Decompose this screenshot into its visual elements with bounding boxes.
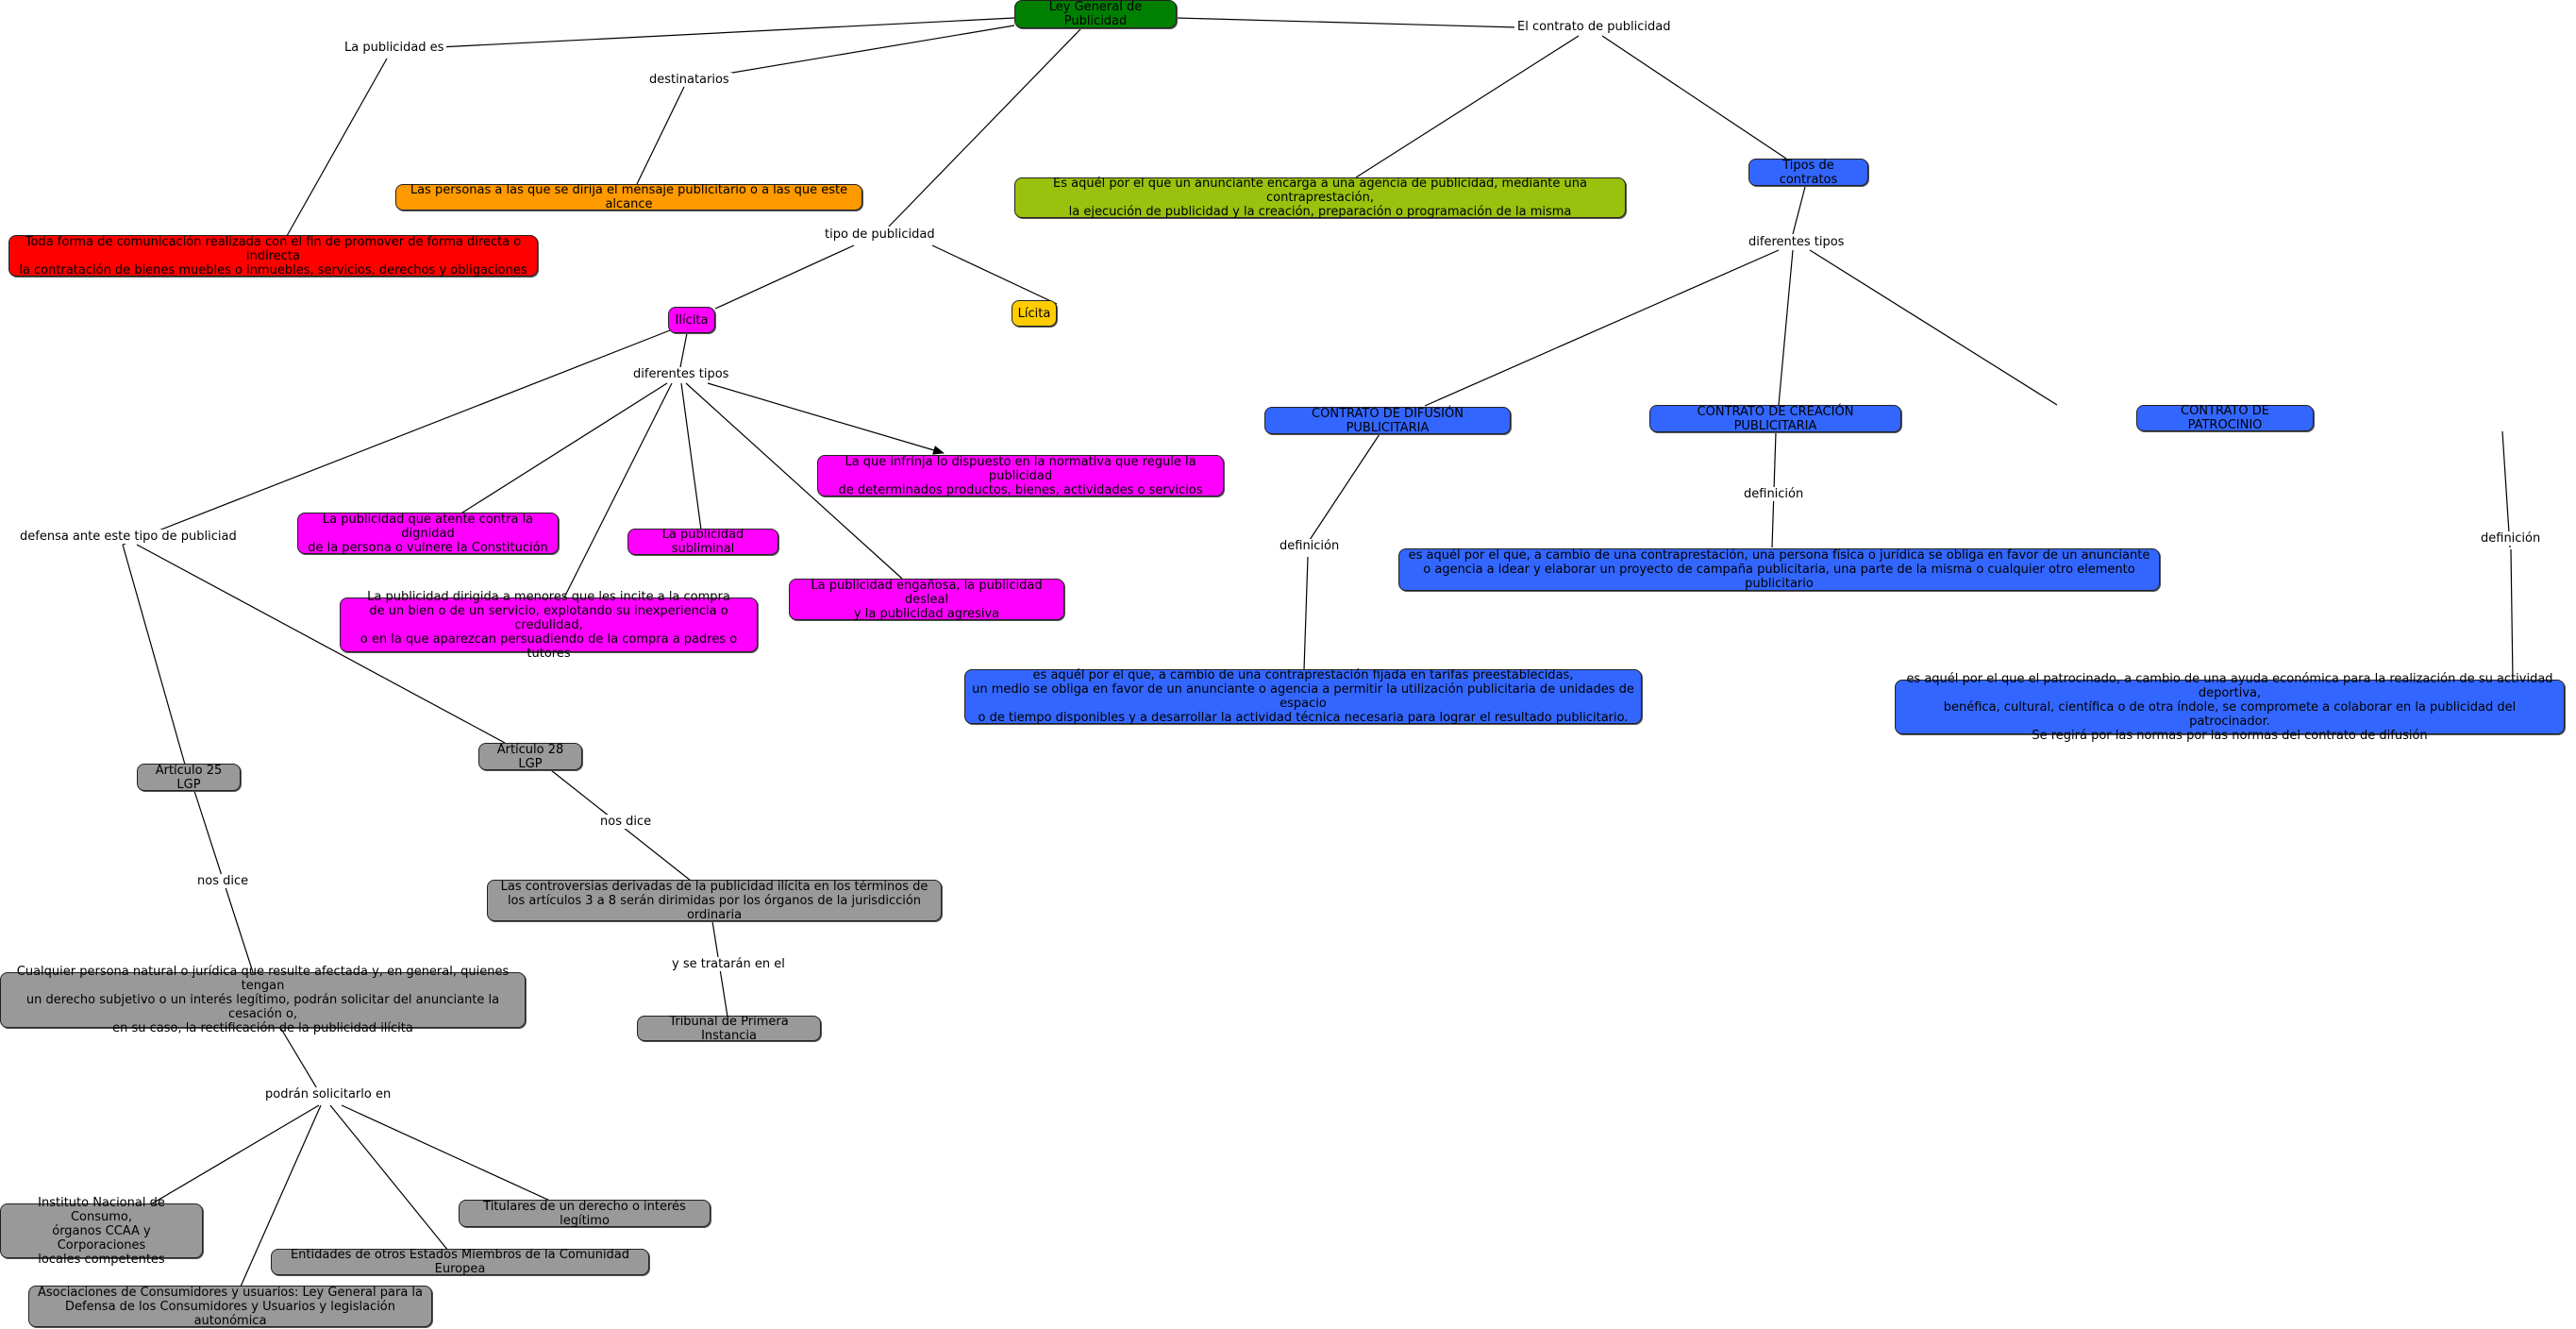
node-articulo-28-definicion[interactable]: Las controversias derivadas de la public… — [487, 880, 942, 922]
node-ilicita[interactable]: Ilícita — [668, 307, 715, 333]
edge-line — [459, 382, 668, 515]
label-diferentes-tipos-contratos: diferentes tipos — [1746, 235, 1848, 249]
node-articulo-25[interactable]: Artículo 25 LGP — [137, 764, 241, 792]
edge-line — [122, 329, 671, 546]
edge-line — [680, 382, 702, 530]
node-ilicita-menores[interactable]: La publicidad dirigida a menores que les… — [340, 590, 758, 661]
node-contrato-difusion[interactable]: CONTRATO DE DIFUSIÓN PUBLICITARIA — [1264, 407, 1511, 435]
node-patrocinio-definicion[interactable]: es aquél por el que el patrocinado, a ca… — [1895, 672, 2565, 743]
node-titulares-derecho[interactable]: Titulares de un derecho o interés legíti… — [459, 1200, 711, 1228]
label-la-publicidad-es: La publicidad es — [342, 41, 447, 55]
node-articulo-25-definicion[interactable]: Cualquier persona natural o jurídica que… — [0, 965, 526, 1035]
edge-line — [341, 1104, 553, 1203]
edge-line — [1355, 35, 1580, 178]
edge-line — [1176, 17, 1518, 28]
edge-line — [1792, 186, 1806, 235]
edge-line — [636, 86, 685, 185]
label-definicion-difusion: definición — [1277, 539, 1343, 553]
node-asociaciones-consumidores[interactable]: Asociaciones de Consumidores y usuarios:… — [28, 1286, 432, 1328]
edge-line — [136, 544, 506, 744]
node-licita[interactable]: Lícita — [1012, 300, 1057, 327]
edge-line — [329, 1104, 449, 1252]
node-entidades-estados-miembros[interactable]: Entidades de otros Estados Miembros de l… — [271, 1248, 649, 1276]
edge-line — [280, 1028, 322, 1096]
label-destinatarios: destinatarios — [646, 73, 732, 87]
label-diferentes-tipos-ilicita: diferentes tipos — [630, 367, 732, 381]
label-podran-solicitarlo-en: podrán solicitarlo en — [262, 1087, 394, 1102]
node-publicidad-definicion[interactable]: Toda forma de comunicación realizada con… — [8, 235, 538, 278]
edge-line — [122, 544, 186, 765]
node-ilicita-subliminal[interactable]: La publicidad subliminal — [627, 528, 778, 556]
edge-line — [714, 244, 855, 310]
edge-line — [931, 244, 1058, 305]
edge-line — [148, 1104, 320, 1206]
node-instituto-consumo[interactable]: Instituto Nacional de Consumo, órganos C… — [0, 1196, 203, 1267]
node-tribunal-primera-instancia[interactable]: Tribunal de Primera Instancia — [637, 1015, 821, 1043]
node-ilicita-dignidad[interactable]: La publicidad que atente contra la digni… — [297, 513, 559, 555]
node-tipos-de-contratos[interactable]: Tipos de contratos — [1748, 159, 1868, 187]
edge-line — [240, 1104, 322, 1287]
edge-line — [2501, 430, 2511, 548]
node-contrato-creacion[interactable]: CONTRATO DE CREACIÓN PUBLICITARIA — [1649, 405, 1901, 433]
node-contrato-patrocinio[interactable]: CONTRATO DE PATROCINIO — [2136, 404, 2314, 432]
label-nos-dice-28: nos dice — [597, 815, 655, 829]
node-ilicita-normativa[interactable]: La que infrinja lo dispuesto en la norma… — [817, 455, 1224, 497]
edge-line — [714, 25, 1015, 76]
edge-line — [1809, 249, 2058, 406]
edge-line — [707, 382, 945, 455]
node-destinatarios-definicion[interactable]: Las personas a las que se dirija el mens… — [395, 183, 862, 211]
edge-line — [563, 382, 673, 598]
node-contrato-definicion[interactable]: Es aquél por el que un anunciante encarg… — [1014, 177, 1626, 219]
edge-line — [1778, 249, 1794, 406]
edge-line — [2510, 548, 2514, 682]
node-difusion-definicion[interactable]: es aquél por el que, a cambio de una con… — [964, 668, 1642, 725]
edge-line — [1303, 556, 1309, 671]
edge-line — [679, 332, 688, 368]
node-articulo-28[interactable]: Artículo 28 LGP — [478, 743, 582, 771]
edge-line — [685, 382, 903, 580]
edge-line — [888, 28, 1081, 227]
node-ley-general[interactable]: Ley General de Publicidad — [1014, 0, 1177, 28]
label-defensa: defensa ante este tipo de publiciad — [17, 530, 240, 544]
edge-line — [1601, 35, 1787, 160]
edge-line — [286, 58, 388, 237]
node-creacion-definicion[interactable]: es aquél por el que, a cambio de una con… — [1398, 548, 2160, 591]
label-definicion-creacion: definición — [1741, 487, 1807, 501]
label-tipo-de-publicidad: tipo de publicidad — [822, 227, 938, 242]
edge-line — [1424, 249, 1780, 407]
edge-line — [1307, 433, 1380, 544]
label-definicion-patrocinio: definición — [2478, 531, 2544, 546]
label-se-trataran-en: y se tratarán en el — [669, 957, 788, 971]
label-el-contrato-de-publicidad: El contrato de publicidad — [1514, 20, 1674, 34]
label-nos-dice-25: nos dice — [194, 874, 252, 888]
edge-line — [438, 17, 1015, 48]
node-ilicita-engañosa[interactable]: La publicidad engañosa, la publicidad de… — [789, 579, 1064, 621]
